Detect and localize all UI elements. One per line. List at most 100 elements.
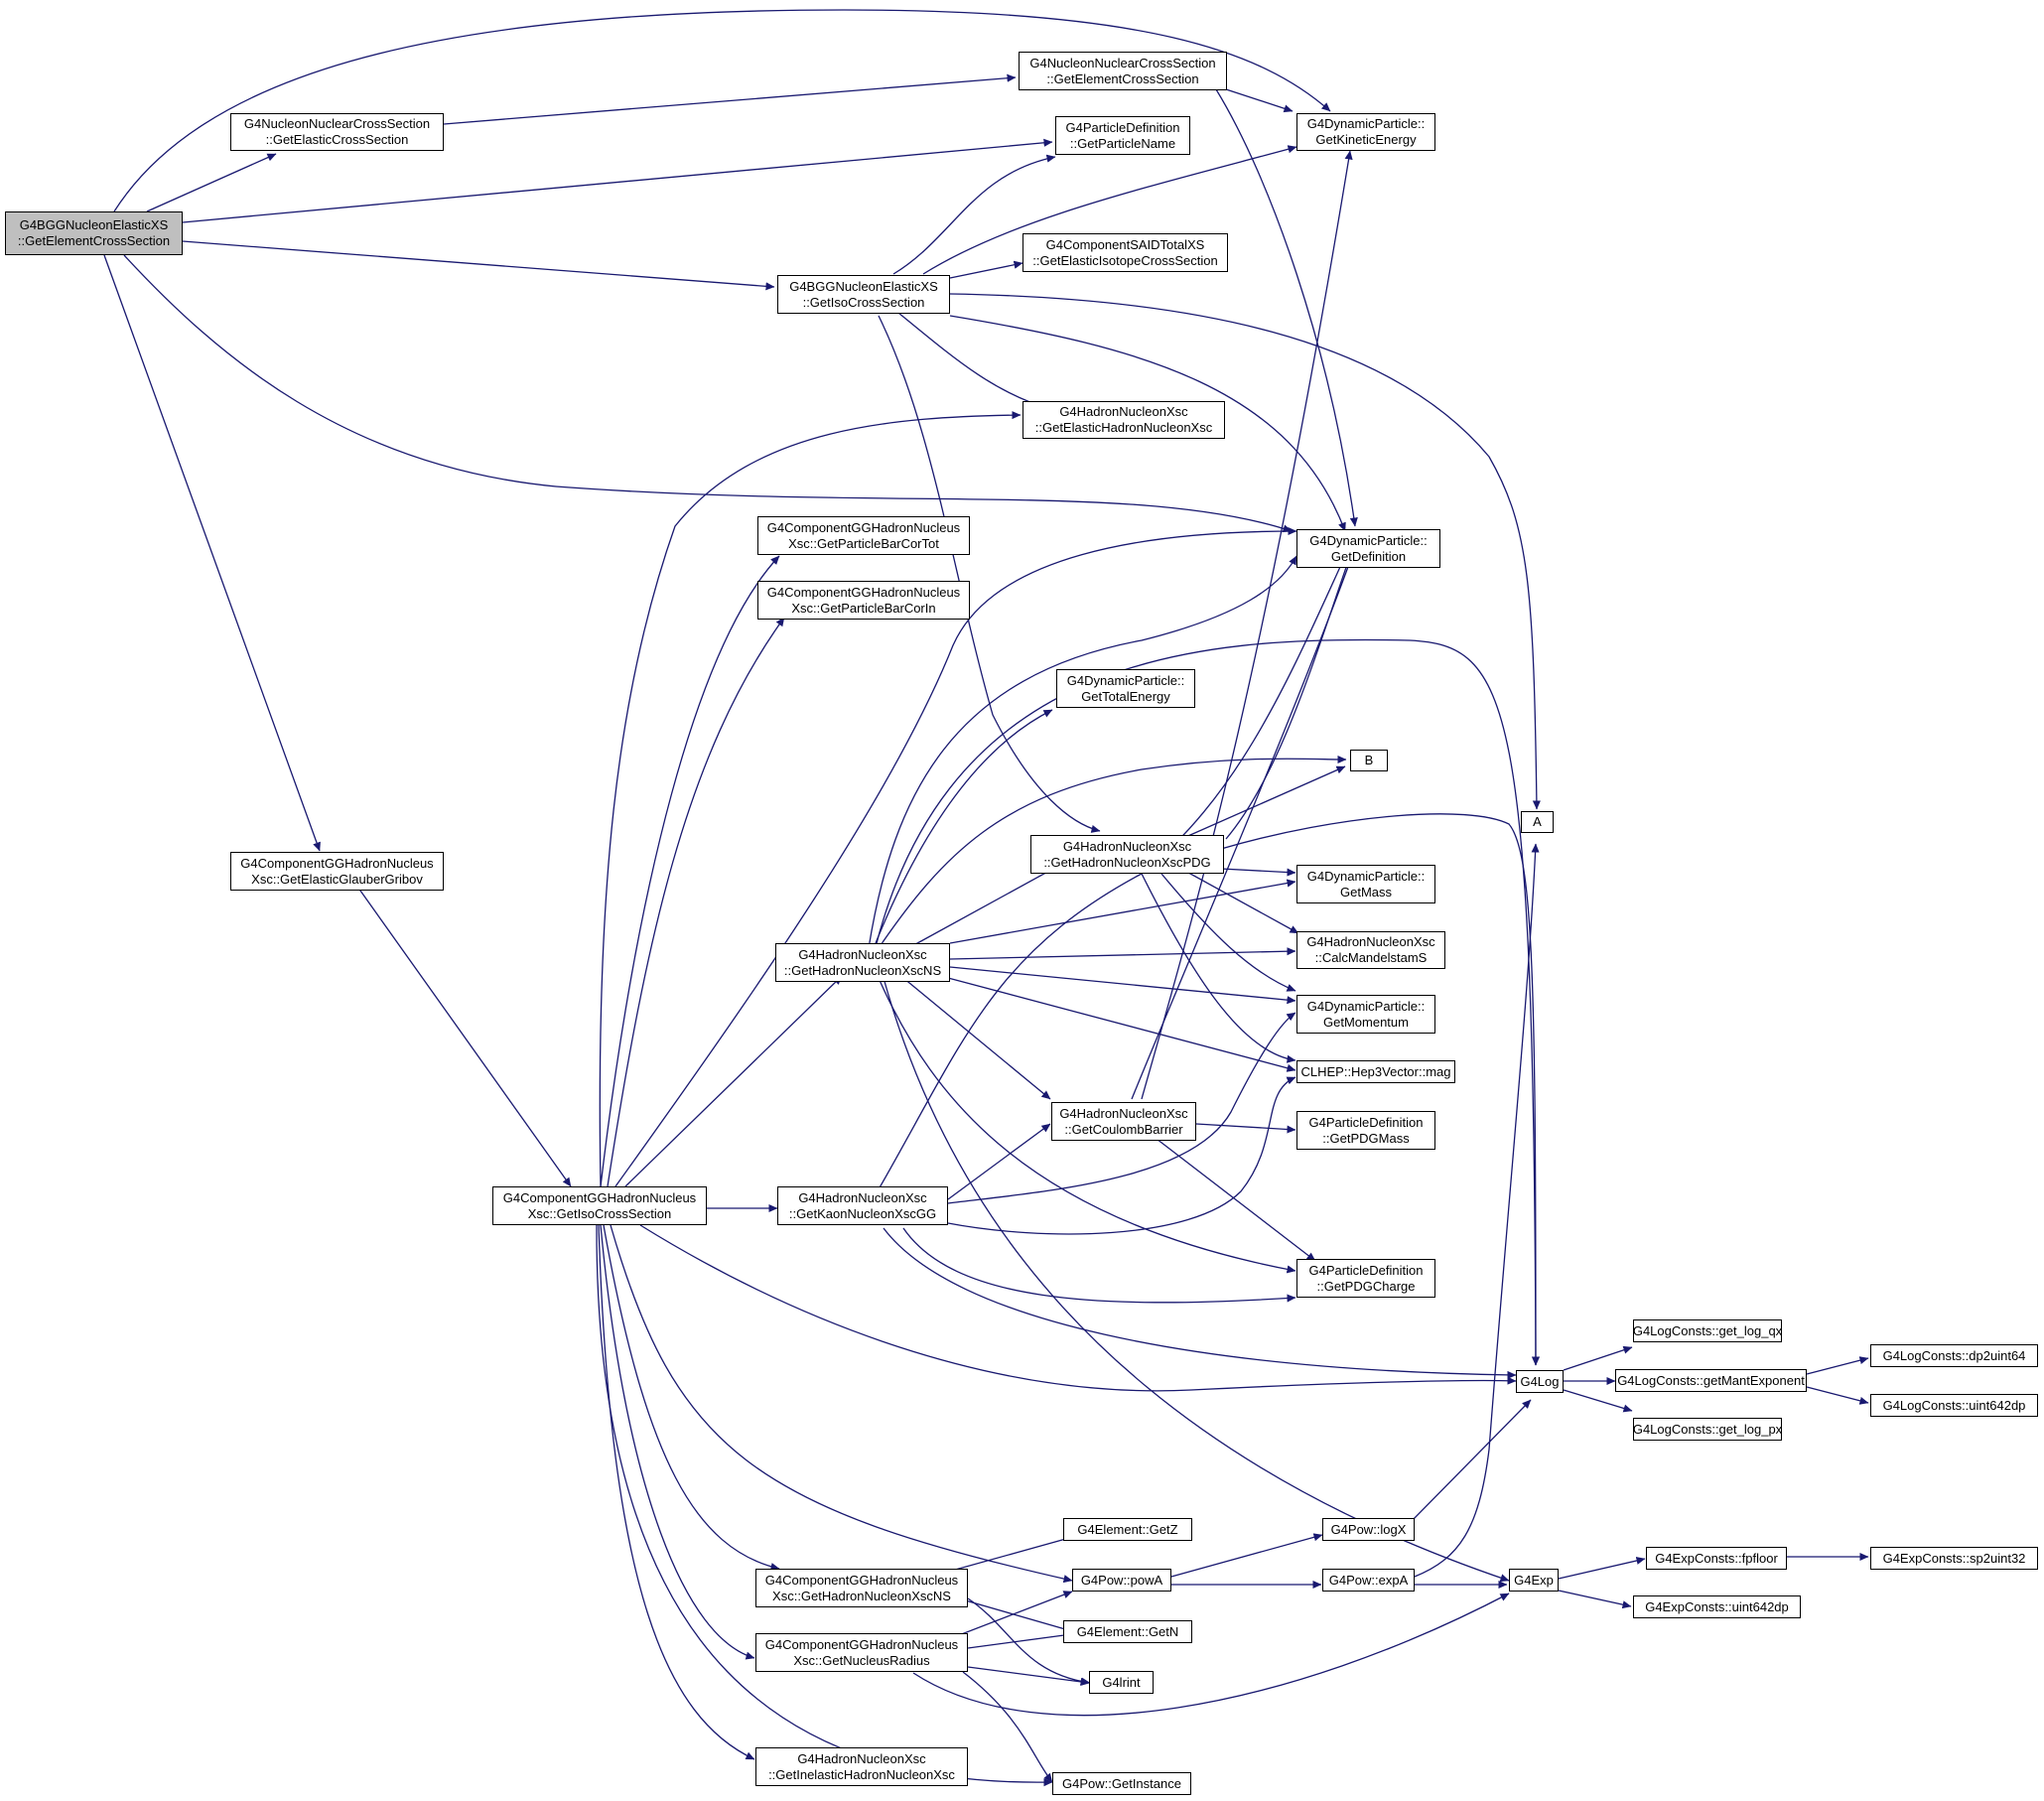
node-bggIso-line1: G4BGGNucleonElasticXS — [789, 278, 938, 294]
edge-g4log-logQx — [1563, 1345, 1633, 1371]
node-pdCharge[interactable]: G4ParticleDefinition::GetPDGCharge — [1296, 1259, 1435, 1298]
edge-g4exp-expU2dp — [1558, 1590, 1632, 1609]
edge-powA-logX — [1170, 1533, 1323, 1578]
node-g4exp[interactable]: G4Exp — [1509, 1569, 1559, 1592]
node-getZ-line1: G4Element::GetZ — [1077, 1521, 1178, 1537]
node-bggIso-line2: ::GetIsoCrossSection — [802, 294, 925, 310]
node-dpKin-line1: G4DynamicParticle:: — [1306, 116, 1426, 131]
node-logQx[interactable]: G4LogConsts::get_log_qx — [1633, 1319, 1782, 1342]
node-pdName-line2: ::GetParticleName — [1069, 135, 1176, 151]
node-logQx-line1: G4LogConsts::get_log_qx — [1632, 1322, 1783, 1338]
node-expA-line1: G4Pow::expA — [1328, 1572, 1409, 1588]
node-instance[interactable]: G4Pow::GetInstance — [1052, 1772, 1191, 1795]
node-pdMass-line2: ::GetPDGMass — [1322, 1130, 1410, 1146]
node-getN[interactable]: G4Element::GetN — [1063, 1620, 1192, 1643]
node-mandel[interactable]: G4HadronNucleonXsc::CalcMandelstamS — [1296, 931, 1445, 969]
node-hnNS-line1: G4HadronNucleonXsc — [798, 946, 927, 962]
node-nnElastic-line2: ::GetElasticCrossSection — [265, 132, 409, 147]
edge-ggNS-lrint — [967, 1597, 1091, 1686]
node-expU2dp-line1: G4ExpConsts::uint642dp — [1645, 1598, 1789, 1614]
edge-hnNS-dpMass — [949, 879, 1296, 944]
edge-ggIso-barCorIn — [607, 617, 785, 1187]
edge-glauber-ggIso — [354, 883, 572, 1187]
node-B-line1: B — [1364, 753, 1374, 767]
node-coulomb[interactable]: G4HadronNucleonXsc::GetCoulombBarrier — [1051, 1102, 1196, 1141]
edge-bggIso-said — [949, 260, 1023, 279]
edge-hnNS-pdCharge — [878, 977, 1296, 1274]
edge-g4exp-fpfloor — [1558, 1556, 1646, 1580]
node-root[interactable]: G4BGGNucleonElasticXS::GetElementCrossSe… — [5, 211, 183, 255]
edge-g4log-logPx — [1563, 1389, 1633, 1413]
edge-hnPDG-dpMass — [1220, 868, 1296, 877]
node-getZ[interactable]: G4Element::GetZ — [1063, 1518, 1192, 1541]
edge-kaon-dpDef — [878, 555, 1346, 1190]
edge-hnNS-g4exp — [883, 977, 1510, 1583]
node-hnElasticXsc-line1: G4HadronNucleonXsc — [1059, 404, 1188, 419]
node-pdMass-line1: G4ParticleDefinition — [1308, 1114, 1424, 1130]
node-logPx[interactable]: G4LogConsts::get_log_px — [1633, 1418, 1782, 1441]
node-hep3[interactable]: CLHEP::Hep3Vector::mag — [1296, 1060, 1455, 1083]
edge-ggIso-radius — [600, 1224, 755, 1660]
edge-hnPDG-mandel — [1180, 868, 1299, 934]
node-logX-line1: G4Pow::logX — [1330, 1521, 1407, 1537]
node-nnElastic[interactable]: G4NucleonNuclearCrossSection::GetElastic… — [230, 113, 444, 151]
node-getN-line1: G4Element::GetN — [1076, 1623, 1179, 1639]
edge-hnNS-coulomb — [902, 977, 1051, 1100]
node-pdName[interactable]: G4ParticleDefinition::GetParticleName — [1055, 116, 1190, 155]
node-nnElement[interactable]: G4NucleonNuclearCrossSection::GetElement… — [1019, 52, 1227, 90]
node-logX[interactable]: G4Pow::logX — [1322, 1518, 1415, 1541]
node-radius-line2: Xsc::GetNucleusRadius — [793, 1652, 930, 1668]
edge-root-glauber — [103, 254, 321, 852]
node-A[interactable]: A — [1521, 811, 1554, 833]
edge-hnNS-g4log — [868, 638, 1541, 1366]
node-dpMass[interactable]: G4DynamicParticle::GetMass — [1296, 865, 1435, 903]
node-expA[interactable]: G4Pow::expA — [1322, 1569, 1415, 1592]
edge-hnNS-dpDef — [868, 555, 1297, 949]
edge-nnElement-dpDef — [1215, 88, 1358, 527]
node-bggIso[interactable]: G4BGGNucleonElasticXS::GetIsoCrossSectio… — [777, 275, 950, 314]
node-dpMom[interactable]: G4DynamicParticle::GetMomentum — [1296, 995, 1435, 1034]
node-lrint[interactable]: G4lrint — [1089, 1671, 1154, 1694]
node-barCorTot-line1: G4ComponentGGHadronNucleus — [766, 519, 961, 535]
edge-bggIso-hnElastic — [897, 312, 1051, 411]
edge-nnElastic-nnElement — [443, 73, 1017, 125]
node-expU2dp[interactable]: G4ExpConsts::uint642dp — [1633, 1595, 1801, 1618]
edge-nnElement-dpKin — [1225, 88, 1294, 113]
node-dp2u[interactable]: G4LogConsts::dp2uint64 — [1870, 1344, 2038, 1367]
node-dpKin[interactable]: G4DynamicParticle::GetKineticEnergy — [1296, 113, 1435, 151]
node-g4log[interactable]: G4Log — [1516, 1370, 1564, 1393]
node-hnNS[interactable]: G4HadronNucleonXsc::GetHadronNucleonXscN… — [775, 943, 950, 982]
node-dpTotal[interactable]: G4DynamicParticle::GetTotalEnergy — [1056, 669, 1195, 708]
node-ggNS-line1: G4ComponentGGHadronNucleus — [764, 1572, 959, 1588]
node-kaon[interactable]: G4HadronNucleonXsc::GetKaonNucleonXscGG — [777, 1186, 948, 1225]
node-u2dp[interactable]: G4LogConsts::uint642dp — [1870, 1394, 2038, 1417]
edge-kaon-g4log — [883, 1227, 1517, 1379]
node-fpfloor[interactable]: G4ExpConsts::fpfloor — [1646, 1547, 1787, 1570]
node-powA[interactable]: G4Pow::powA — [1072, 1569, 1171, 1592]
node-radius-line1: G4ComponentGGHadronNucleus — [764, 1636, 959, 1652]
node-mant[interactable]: G4LogConsts::getMantExponent — [1615, 1369, 1807, 1392]
node-saidIso[interactable]: G4ComponentSAIDTotalXS::GetElasticIsotop… — [1022, 233, 1228, 272]
node-pdMass[interactable]: G4ParticleDefinition::GetPDGMass — [1296, 1111, 1435, 1150]
node-hnPDG-line1: G4HadronNucleonXsc — [1062, 838, 1192, 854]
node-hnPDG[interactable]: G4HadronNucleonXsc::GetHadronNucleonXscP… — [1030, 835, 1224, 874]
edge-coulomb-pdMass — [1195, 1123, 1296, 1134]
edge-bggIso-hnPDG — [878, 315, 1101, 833]
edge-coulomb-dpKin — [1141, 150, 1353, 1100]
node-hnElasticXsc[interactable]: G4HadronNucleonXsc::GetElasticHadronNucl… — [1022, 401, 1225, 439]
node-sp2u[interactable]: G4ExpConsts::sp2uint32 — [1870, 1547, 2038, 1570]
edge-coulomb-pdCharge — [1156, 1138, 1316, 1262]
node-nnElement-line2: ::GetElementCrossSection — [1046, 70, 1199, 86]
node-B[interactable]: B — [1350, 750, 1388, 771]
node-inel[interactable]: G4HadronNucleonXsc::GetInelasticHadronNu… — [755, 1747, 968, 1786]
node-kaon-line2: ::GetKaonNucleonXscGG — [788, 1205, 937, 1221]
edge-hnNS-mandel — [949, 947, 1296, 960]
node-dpDef[interactable]: G4DynamicParticle::GetDefinition — [1296, 529, 1440, 568]
